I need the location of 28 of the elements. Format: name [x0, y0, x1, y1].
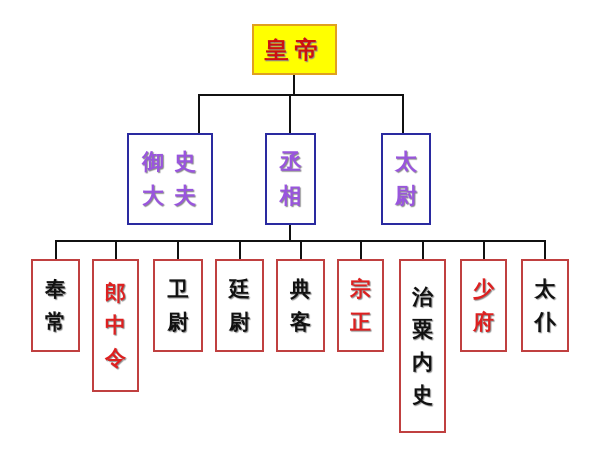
office-title: 太尉	[394, 148, 418, 211]
office-title: 宗正	[349, 274, 372, 336]
office-title: 卫尉	[166, 274, 190, 336]
office-box	[460, 259, 507, 352]
office-title: 典客	[289, 274, 312, 336]
office-title: 奉常	[44, 274, 67, 336]
connector-line	[293, 75, 404, 133]
official-box	[381, 133, 431, 225]
office-box	[153, 259, 203, 352]
office-title: 少府	[472, 274, 495, 336]
connector-line	[289, 225, 546, 259]
office-title: 皇帝	[264, 34, 324, 66]
office-box	[92, 259, 139, 392]
office-box	[215, 259, 264, 352]
office-title: 御史大夫	[140, 148, 207, 211]
office-title: 丞相	[278, 148, 302, 211]
office-box	[31, 259, 80, 352]
office-title: 廷尉	[228, 274, 251, 336]
emperor-box	[252, 24, 337, 75]
office-title: 治粟内史	[411, 282, 434, 409]
office-box	[521, 259, 569, 352]
office-box	[399, 259, 446, 433]
office-title: 太仆	[534, 274, 556, 336]
office-box	[337, 259, 384, 352]
official-box	[127, 133, 213, 225]
office-title: 郎中令	[104, 278, 127, 372]
office-box	[276, 259, 325, 352]
official-box	[265, 133, 316, 225]
